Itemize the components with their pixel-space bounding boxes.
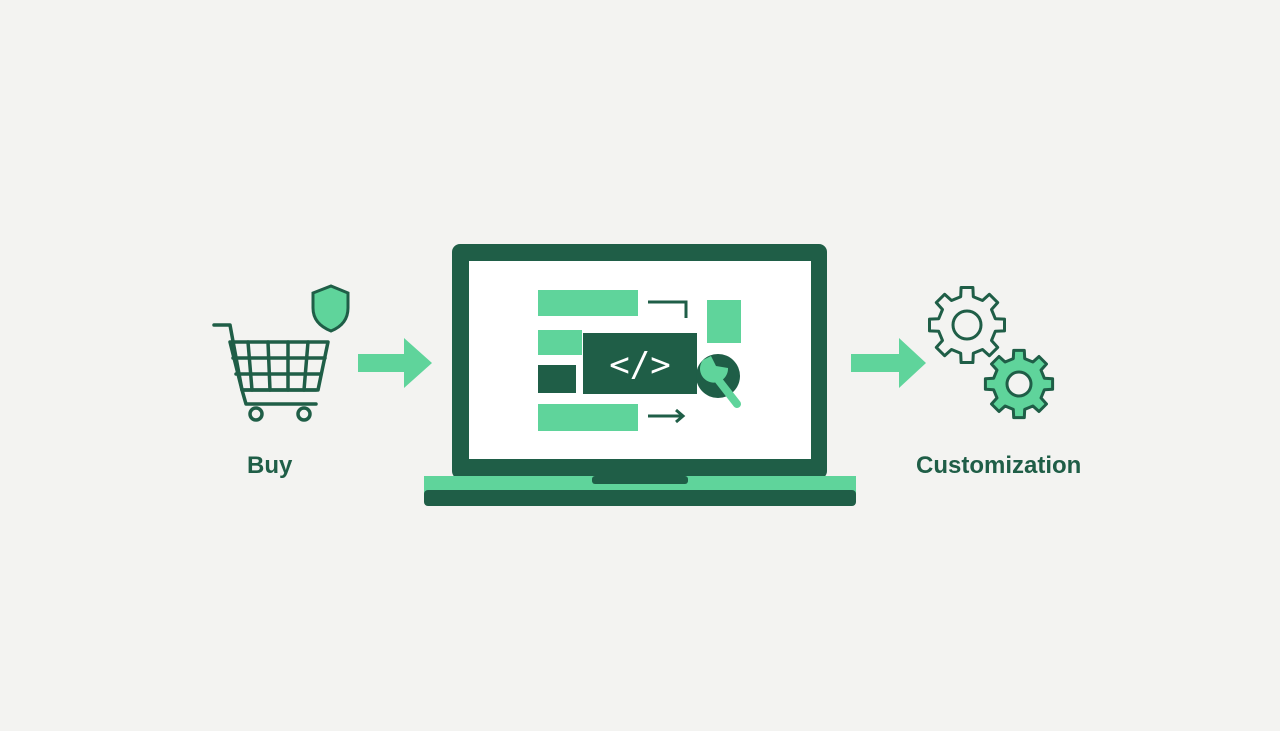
corner-arrow-icon <box>648 300 688 318</box>
content-block <box>538 330 582 355</box>
content-block <box>707 300 741 343</box>
step-label-customization: Customization <box>916 452 1082 479</box>
content-block <box>538 365 576 393</box>
code-icon: </> <box>583 333 697 394</box>
arrow-right-icon <box>851 338 926 388</box>
step-label-buy: Buy <box>247 452 293 479</box>
wrench-icon <box>696 354 741 408</box>
shield-icon <box>311 284 350 333</box>
gear-icon <box>983 348 1055 420</box>
arrow-right-icon <box>358 338 432 388</box>
arrow-right-icon <box>648 408 686 424</box>
gear-icon <box>928 286 1006 364</box>
content-block <box>538 404 638 431</box>
code-symbol: </> <box>609 345 670 385</box>
shopping-cart-icon <box>212 323 330 422</box>
screen-content: </> <box>538 290 741 431</box>
content-block <box>538 290 638 316</box>
